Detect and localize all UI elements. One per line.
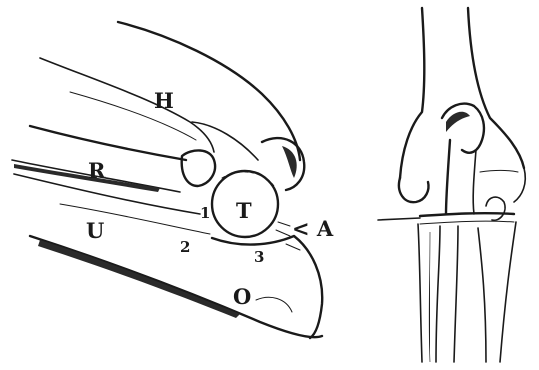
anterior-forearm-left-outer bbox=[418, 224, 422, 362]
anterior-ulna-upper-left bbox=[446, 140, 450, 214]
olecranon-outline bbox=[212, 236, 322, 338]
anterior-forearm-right-outer bbox=[500, 222, 516, 362]
label-point-2: 2 bbox=[180, 238, 190, 256]
anterior-trochlea-knob bbox=[486, 197, 505, 220]
anterior-forearm-mid-right bbox=[478, 228, 486, 362]
label-trochlea: T bbox=[236, 198, 252, 223]
joint-line-pointer bbox=[378, 218, 420, 220]
label-ulna: U bbox=[86, 218, 104, 243]
anterior-forearm-mid-left bbox=[454, 226, 458, 362]
joint-line bbox=[420, 213, 514, 216]
humerus-outline-lower bbox=[40, 58, 214, 152]
anterior-humerus-right bbox=[468, 8, 524, 168]
olecranon-fossa-shade bbox=[446, 112, 470, 132]
label-radius: R bbox=[88, 158, 106, 183]
anterior-epicondyle-right bbox=[514, 168, 525, 202]
anterior-humerus-left bbox=[400, 8, 424, 178]
label-annotation-a: < A bbox=[292, 216, 334, 241]
anterior-elbow-drawing bbox=[378, 8, 525, 362]
anterior-ulna-cross bbox=[480, 171, 518, 173]
olecranon-detail bbox=[256, 297, 292, 312]
radius-shading bbox=[14, 164, 160, 192]
anterior-forearm-hair bbox=[429, 232, 430, 362]
anterior-ulna-upper-right bbox=[473, 150, 476, 214]
lateral-elbow-drawing: H R U T O < A 1 2 3 bbox=[12, 22, 334, 338]
anterior-forearm-left-inner bbox=[436, 226, 440, 362]
radius-outline-upper bbox=[30, 126, 186, 160]
ulna-inner-line bbox=[60, 204, 210, 234]
humerus-ridge bbox=[192, 122, 258, 160]
ulna-shading bbox=[38, 240, 240, 318]
label-humerus: H bbox=[154, 88, 174, 113]
anterior-epicondyle-left bbox=[399, 178, 429, 202]
label-point-3: 3 bbox=[254, 248, 264, 266]
joint-line-lower bbox=[420, 221, 514, 224]
humerus-inner-line bbox=[70, 92, 196, 140]
label-olecranon: O bbox=[233, 284, 251, 309]
epicondyle-shading bbox=[282, 146, 297, 178]
label-point-1: 1 bbox=[200, 204, 210, 222]
radius-head bbox=[182, 150, 215, 186]
